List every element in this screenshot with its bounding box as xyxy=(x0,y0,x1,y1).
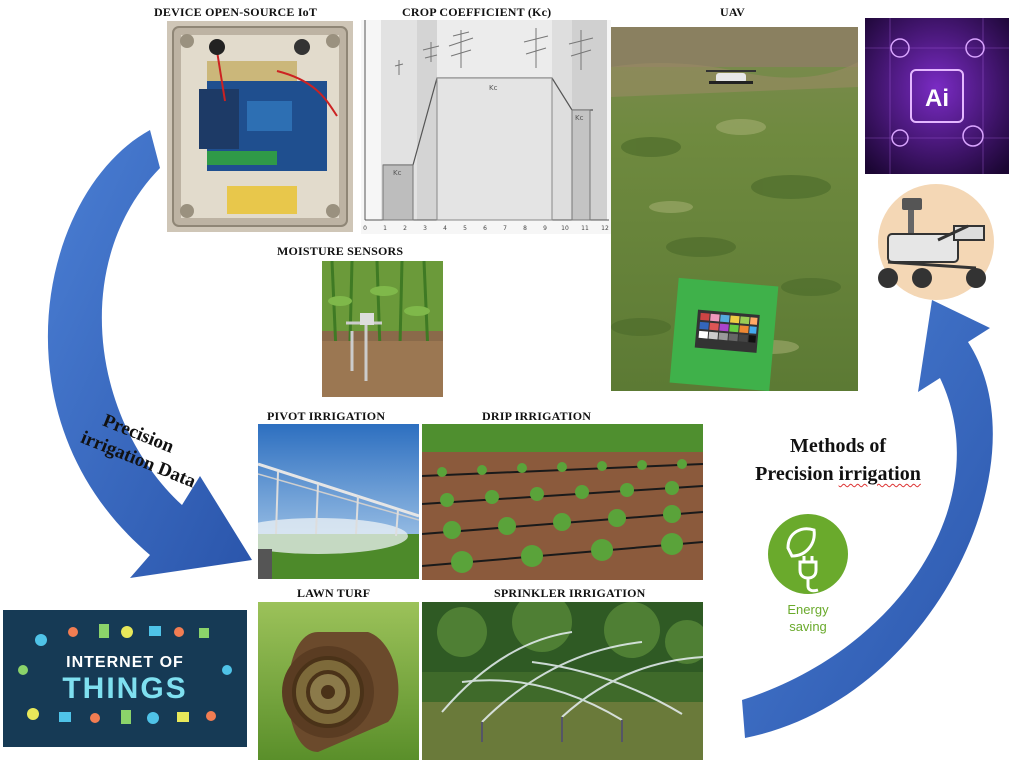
crop-caption: CROP COEFFICIENT (Kc) xyxy=(402,5,552,19)
moisture-sensors-photo xyxy=(322,261,443,397)
kc-tick-label: 1 xyxy=(383,225,387,232)
kc-init-label: Kc xyxy=(393,169,402,177)
iot-device-photo xyxy=(167,21,353,232)
right-arrow xyxy=(742,300,993,738)
drip-caption: DRIP IRRIGATION xyxy=(482,409,592,423)
kc-tick-label: 6 xyxy=(483,225,487,232)
kc-tick-label: 5 xyxy=(463,225,467,232)
kc-tick-label: 7 xyxy=(503,225,507,232)
left-arrow xyxy=(47,130,252,578)
energy-saving-badge: Energy saving xyxy=(758,512,858,642)
iot-badge: INTERNET OF THINGS xyxy=(3,610,247,747)
lawn-caption: LAWN TURF xyxy=(297,586,371,600)
iot-text-line1: INTERNET OF xyxy=(66,654,184,671)
kc-tick-label: 3 xyxy=(423,225,427,232)
sprinkler-caption: SPRINKLER IRRIGATION xyxy=(494,586,646,600)
methods-label: Methods of Precision irrigation xyxy=(728,432,948,488)
drip-irrigation-photo xyxy=(422,424,703,580)
moisture-caption: MOISTURE SENSORS xyxy=(277,244,404,258)
methods-line1: Methods of xyxy=(789,435,887,457)
energy-text-2: saving xyxy=(789,619,827,634)
kc-tick-label: 0 xyxy=(363,225,367,232)
lawn-turf-photo xyxy=(258,602,419,760)
kc-mid-label: Kc xyxy=(489,84,498,92)
kc-tick-label: 2 xyxy=(403,225,407,232)
pivot-caption: PIVOT IRRIGATION xyxy=(267,409,386,423)
device-caption: DEVICE OPEN-SOURCE IoT xyxy=(154,5,318,19)
kc-tick-label: 8 xyxy=(523,225,527,232)
pivot-irrigation-photo xyxy=(258,424,419,579)
methods-line2-b: irrigation xyxy=(838,463,921,485)
methods-line2-a: Precision xyxy=(755,463,839,485)
kc-tick-label: 9 xyxy=(543,225,547,232)
ai-badge: Ai xyxy=(865,18,1009,174)
leaf-icon xyxy=(786,527,816,558)
kc-tick-label: 10 xyxy=(561,225,569,232)
methods-line2: Precision irrigation xyxy=(728,460,948,488)
plug-icon xyxy=(798,556,819,593)
uav-photo xyxy=(611,27,858,391)
kc-tick-label: 11 xyxy=(581,225,589,232)
energy-text-1: Energy xyxy=(787,602,829,617)
kc-tick-label: 12 xyxy=(601,225,609,232)
iot-text-line2: THINGS xyxy=(62,672,188,705)
kc-tick-label: 4 xyxy=(443,225,447,232)
kc-end-label: Kc xyxy=(575,114,584,122)
sprinkler-irrigation-photo xyxy=(422,602,703,760)
uav-caption: UAV xyxy=(720,5,746,19)
ai-text: Ai xyxy=(925,85,949,112)
rover-icon xyxy=(868,182,1000,302)
